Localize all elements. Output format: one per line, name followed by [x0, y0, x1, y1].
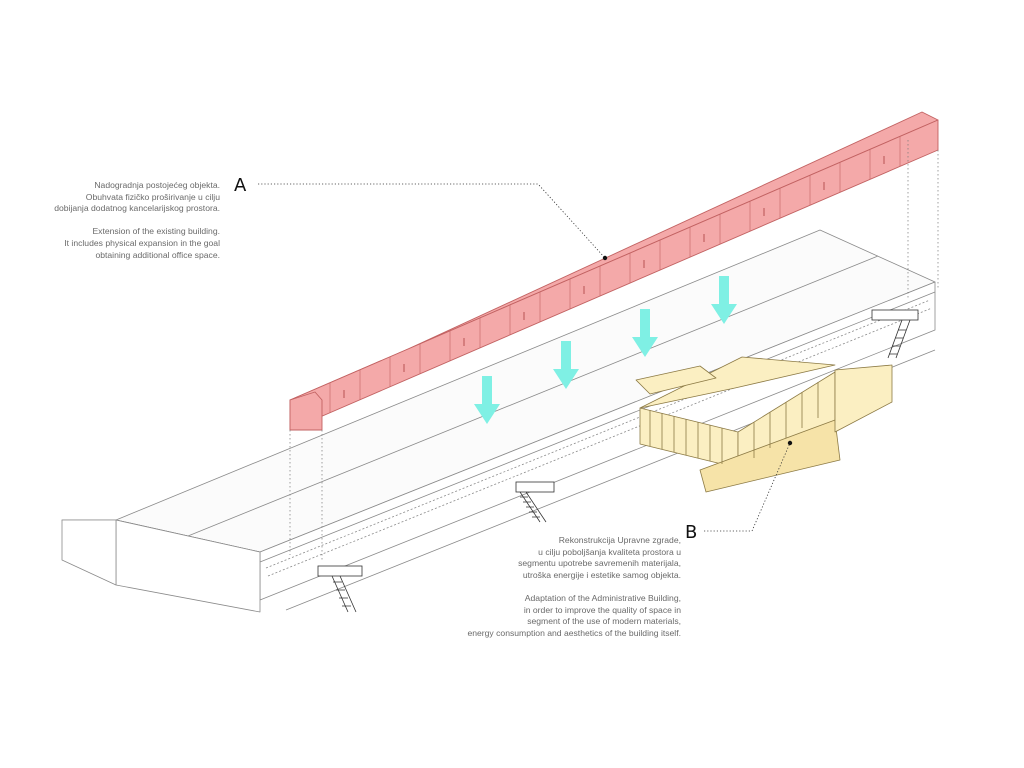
leader-lines [258, 183, 793, 532]
annotation-b-line: Rekonstrukcija Upravne zgrade, [558, 535, 681, 545]
leader-dot-icon [787, 440, 793, 446]
annotation-a-line: Nadogradnja postojećeg objekta. [94, 180, 220, 190]
roof-ridge [187, 255, 879, 537]
window-band [265, 299, 933, 577]
annotation-a-line: It includes physical expansion in the go… [64, 237, 220, 248]
annotation-b-line: segment of the use of modern materials, [527, 616, 681, 627]
leader-line-b [704, 442, 791, 532]
down-arrow-icon [711, 276, 737, 324]
annotation-b-line: Adaptation of the Administrative Buildin… [524, 592, 681, 603]
annotation-a-line: dobijanja dodatnog kancelarijskog prosto… [54, 203, 220, 214]
admin-canopy [635, 365, 717, 395]
administrative-building [635, 356, 893, 493]
annotation-b-line: u cilju poboljšanja kvaliteta prostora u [538, 546, 681, 557]
annotation-b-line: utroška energije i estetike samog objekt… [522, 569, 681, 580]
extension-ribs [329, 136, 901, 413]
down-arrow-icon [632, 309, 658, 357]
admin-mullions [649, 382, 819, 464]
annotation-b-line: energy consumption and aesthetics of the… [467, 627, 681, 638]
annotation-a-line: Obuhvata fizičko proširivanje u cilju [85, 191, 220, 202]
admin-rear-wing [834, 364, 893, 433]
down-arrow-icon [553, 341, 579, 389]
annotation-b-line: segmentu upotrebe savremenih materijala, [518, 558, 681, 569]
projection-lines [289, 140, 939, 560]
label-a: A [234, 175, 247, 196]
down-arrow-icon [474, 376, 500, 424]
annotation-a-line: obtaining additional office space. [95, 249, 220, 260]
staircase-icon [515, 481, 555, 523]
leader-line-a [258, 183, 606, 259]
extension-end [289, 391, 323, 431]
label-b: B [685, 522, 698, 543]
annotation-a-line: Extension of the existing building. [92, 226, 220, 237]
annotation-b: Rekonstrukcija Upravne zgrade, u cilju p… [400, 535, 681, 639]
admin-glazed-bay [699, 419, 841, 493]
leader-dot-icon [602, 255, 608, 261]
left-annex [61, 519, 117, 586]
staircase-icon [317, 565, 363, 613]
extension-windows [343, 156, 885, 398]
staircase-icon [871, 309, 919, 359]
annotation-b-line: in order to improve the quality of space… [523, 604, 681, 615]
arrows [474, 276, 737, 424]
annotation-a: Nadogradnja postojećeg objekta. Obuhvata… [20, 180, 220, 261]
clerestory-line [259, 291, 936, 563]
staircases [317, 309, 919, 613]
